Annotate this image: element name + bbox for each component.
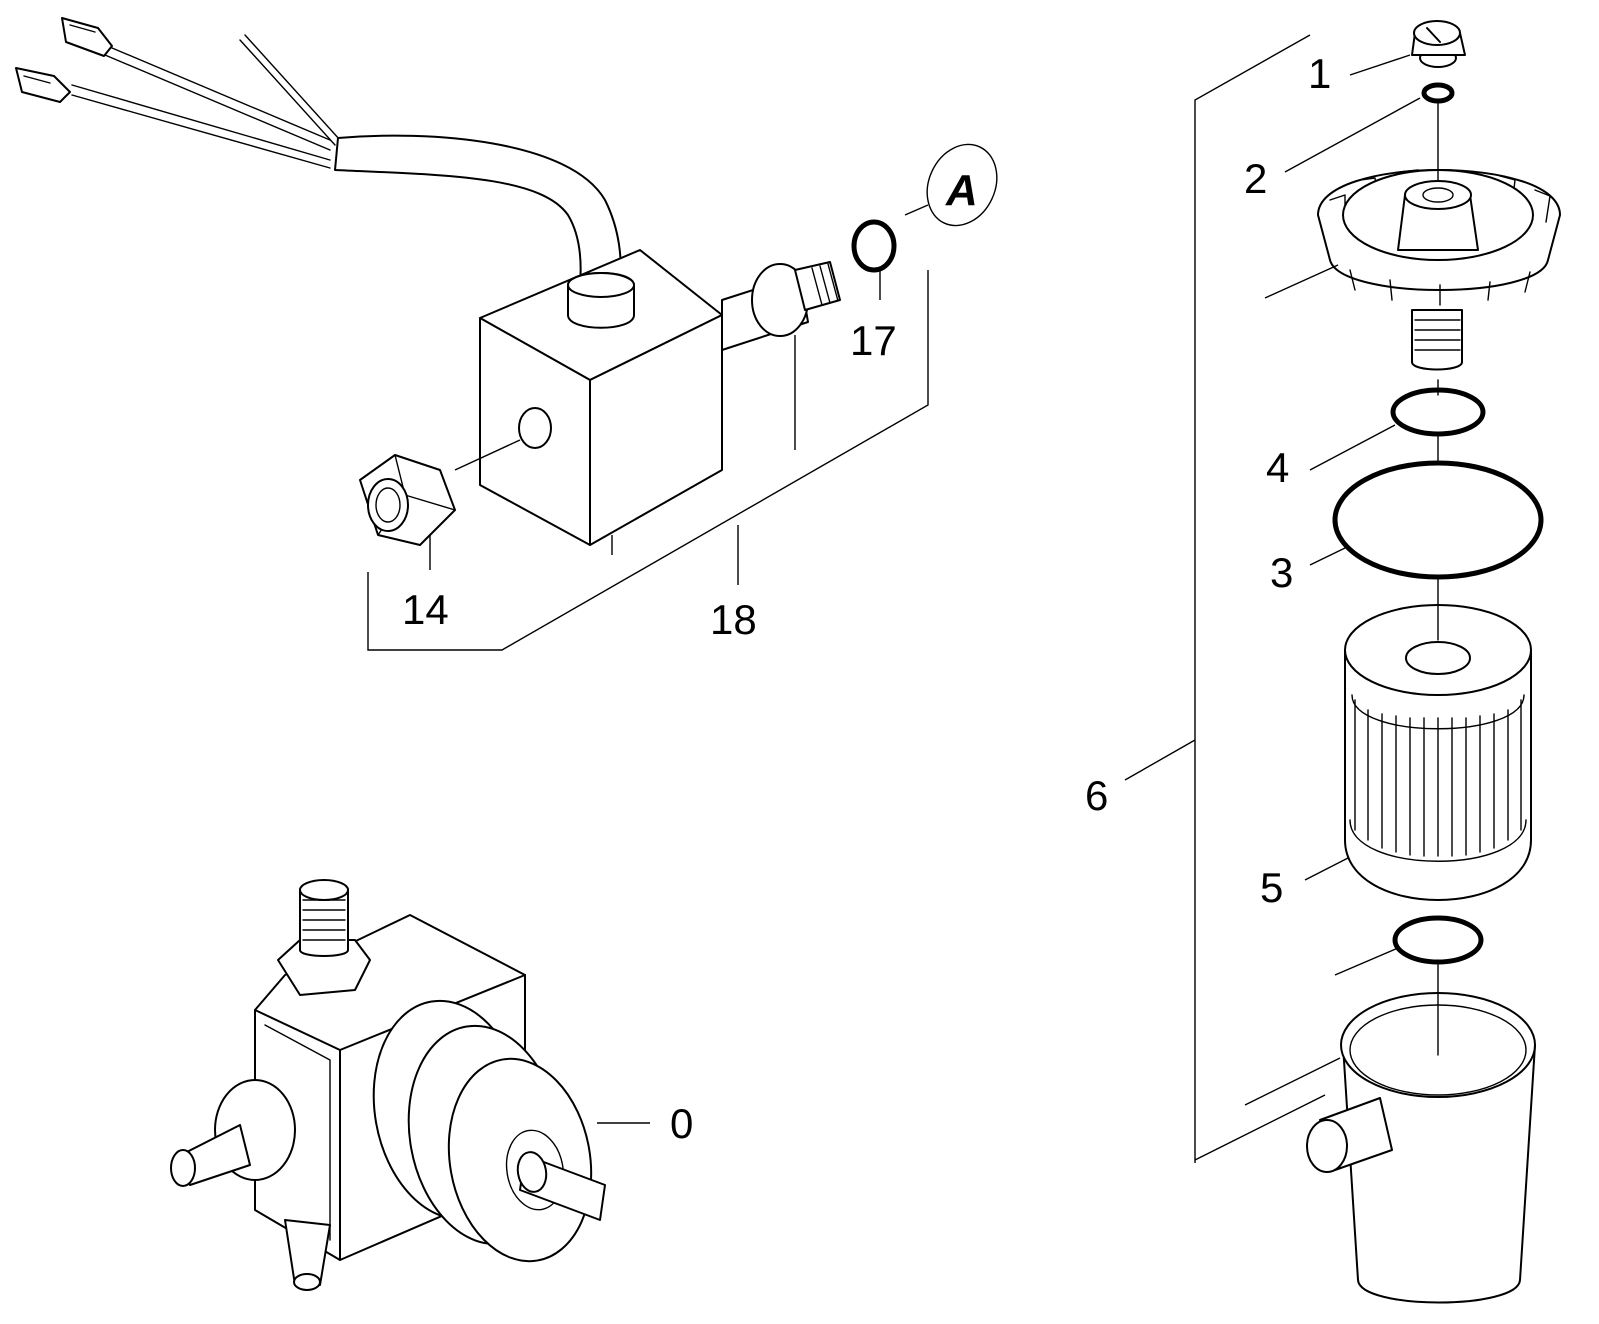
- fuel-filter-assembly: 1 2 4 3 6 5: [1085, 20, 1561, 1304]
- leader-line-4: [1309, 424, 1396, 471]
- reference-marker-a: A: [926, 143, 998, 227]
- spade-terminal-upper: [61, 17, 113, 57]
- connector-wires: [71, 34, 341, 169]
- bracket-6: [1194, 34, 1311, 1163]
- fuel-pump-assembly: 0: [170, 879, 693, 1291]
- leader-line-bowl-2: [1194, 1094, 1326, 1161]
- leader-line-5: [1304, 857, 1349, 881]
- leader-line-a: [904, 204, 929, 216]
- callout-2: 2: [1244, 155, 1267, 202]
- valve-stem: [721, 261, 841, 351]
- callout-17: 17: [850, 317, 897, 364]
- leader-line-3: [1309, 547, 1346, 566]
- bracket-18: [367, 270, 929, 651]
- leader-line-1: [1349, 54, 1411, 76]
- spade-terminal-lower: [15, 67, 71, 103]
- leader-line-6: [1124, 739, 1196, 781]
- callout-3: 3: [1270, 549, 1293, 596]
- callout-1: 1: [1308, 50, 1331, 97]
- gasket-3: [1332, 460, 1544, 580]
- callout-0: 0: [670, 1100, 693, 1147]
- leader-line-cap: [1264, 264, 1339, 299]
- filter-element-5: [1344, 604, 1532, 901]
- hex-nut-14: [359, 454, 456, 546]
- o-ring-lower: [1392, 915, 1484, 965]
- leader-line-nut-axis: [454, 439, 521, 471]
- leader-line-lower-ring: [1334, 947, 1399, 976]
- solenoid-valve-assembly: A 14 17 18: [15, 17, 998, 651]
- callout-6: 6: [1085, 772, 1108, 819]
- leader-line-bowl-1: [1244, 1057, 1341, 1106]
- callout-18: 18: [710, 596, 757, 643]
- threaded-stud: [1411, 309, 1463, 371]
- solenoid-coil-block: [479, 249, 723, 546]
- filter-cap: [1317, 169, 1561, 306]
- callout-14: 14: [402, 586, 449, 633]
- o-ring-17: [851, 219, 897, 273]
- screw-1: [1411, 20, 1466, 68]
- callout-4: 4: [1266, 444, 1289, 491]
- cable-sheath: [334, 134, 622, 286]
- o-ring-4: [1390, 387, 1486, 437]
- leader-line-2: [1284, 97, 1421, 173]
- washer-2: [1421, 82, 1455, 104]
- callout-5: 5: [1260, 864, 1283, 911]
- filter-bowl: [1306, 992, 1536, 1304]
- callout-a: A: [945, 166, 978, 215]
